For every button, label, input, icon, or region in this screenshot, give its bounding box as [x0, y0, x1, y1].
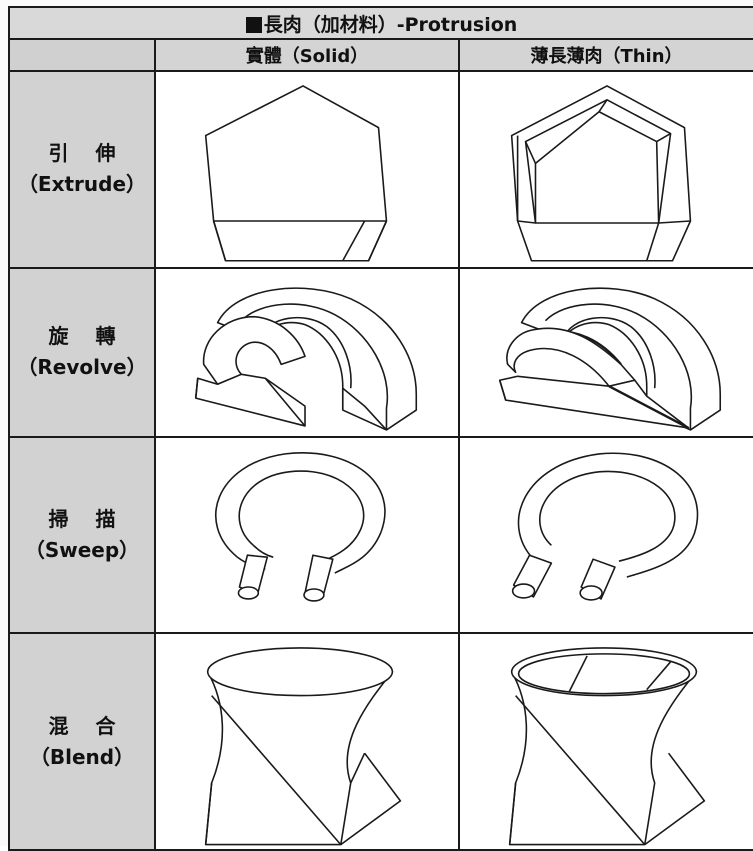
- row-extrude: 引 伸 （Extrude）: [8, 70, 753, 269]
- revolve-solid-figure: [194, 287, 418, 431]
- blend-solid-figure: [204, 647, 402, 846]
- black-square-icon: [245, 16, 262, 33]
- sweep-thin-figure: [511, 452, 699, 601]
- revolve-thin-figure: [498, 287, 722, 431]
- table-title: 長肉（加材料）-Protrusion: [7, 6, 753, 40]
- figure-blend-thin: [457, 632, 753, 851]
- figure-extrude-solid: [154, 70, 460, 269]
- blend-thin-figure: [508, 647, 706, 846]
- sweep-solid-figure: [214, 451, 386, 602]
- figure-sweep-solid: [154, 435, 460, 635]
- row-label-revolve: 旋 轉 （Revolve）: [8, 266, 156, 438]
- extrude-solid-figure: [204, 85, 388, 262]
- figure-revolve-solid: [154, 266, 460, 438]
- header-corner: [8, 38, 156, 72]
- row-label-zh: 引 伸: [48, 141, 126, 166]
- figure-extrude-thin: [457, 70, 753, 269]
- row-label-zh: 旋 轉: [48, 324, 126, 349]
- row-sweep: 掃 描 （Sweep）: [8, 435, 753, 635]
- figure-revolve-thin: [457, 266, 753, 438]
- figure-sweep-thin: [457, 435, 753, 635]
- table-title-text: 長肉（加材料）-Protrusion: [263, 13, 518, 36]
- row-revolve: 旋 轉 （Revolve）: [8, 266, 753, 438]
- row-label-en: （Blend）: [29, 744, 135, 769]
- row-label-en: （Extrude）: [17, 172, 147, 197]
- row-blend: 混 合 （Blend）: [8, 632, 753, 851]
- row-label-extrude: 引 伸 （Extrude）: [8, 70, 156, 269]
- row-label-en: （Revolve）: [17, 355, 147, 380]
- row-label-zh: 掃 描: [48, 506, 126, 531]
- figure-blend-solid: [154, 632, 460, 851]
- row-label-en: （Sweep）: [24, 537, 140, 562]
- row-label-zh: 混 合: [48, 713, 126, 738]
- extrude-thin-figure: [510, 85, 692, 262]
- column-header-solid: 實體（Solid）: [154, 38, 460, 72]
- column-header-thin: 薄長薄肉（Thin）: [457, 38, 753, 72]
- title-row: 長肉（加材料）-Protrusion: [7, 6, 753, 40]
- header-row: 實體（Solid） 薄長薄肉（Thin）: [8, 38, 753, 72]
- row-label-sweep: 掃 描 （Sweep）: [8, 435, 156, 635]
- row-label-blend: 混 合 （Blend）: [8, 632, 156, 851]
- protrusion-table: 長肉（加材料）-Protrusion 實體（Solid） 薄長薄肉（Thin） …: [7, 6, 753, 851]
